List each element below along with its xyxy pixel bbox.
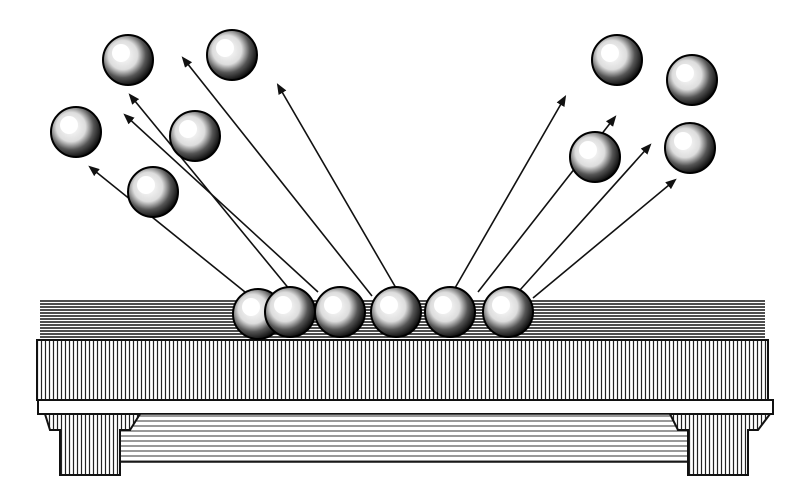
- trajectory-arrow: [532, 178, 677, 299]
- billiard-ball: [314, 286, 366, 338]
- table-leg-right: [668, 413, 772, 476]
- billiard-ball: [264, 286, 316, 338]
- billiard-ball: [591, 34, 643, 86]
- table-molding: [37, 399, 774, 415]
- billiard-ball: [206, 29, 258, 81]
- table-rail: [36, 339, 769, 401]
- billiard-ball: [666, 54, 718, 106]
- trajectory-arrow: [276, 83, 397, 289]
- billiard-ball: [169, 110, 221, 162]
- billiard-ball: [370, 286, 422, 338]
- table-apron: [119, 413, 691, 463]
- trajectory-arrow: [181, 56, 373, 297]
- billiard-ball: [482, 286, 534, 338]
- trajectory-arrow: [88, 165, 246, 293]
- table-leg-left: [43, 413, 142, 476]
- trajectory-arrow: [519, 143, 652, 291]
- billiard-ball: [127, 166, 179, 218]
- billiard-ball: [664, 122, 716, 174]
- billiard-ball: [569, 131, 621, 183]
- billiard-ball: [424, 286, 476, 338]
- trajectory-arrow: [454, 95, 567, 289]
- billiard-ball: [50, 106, 102, 158]
- trajectory-arrow: [123, 113, 319, 293]
- billiard-ball: [102, 34, 154, 86]
- billiard-table: [36, 300, 774, 476]
